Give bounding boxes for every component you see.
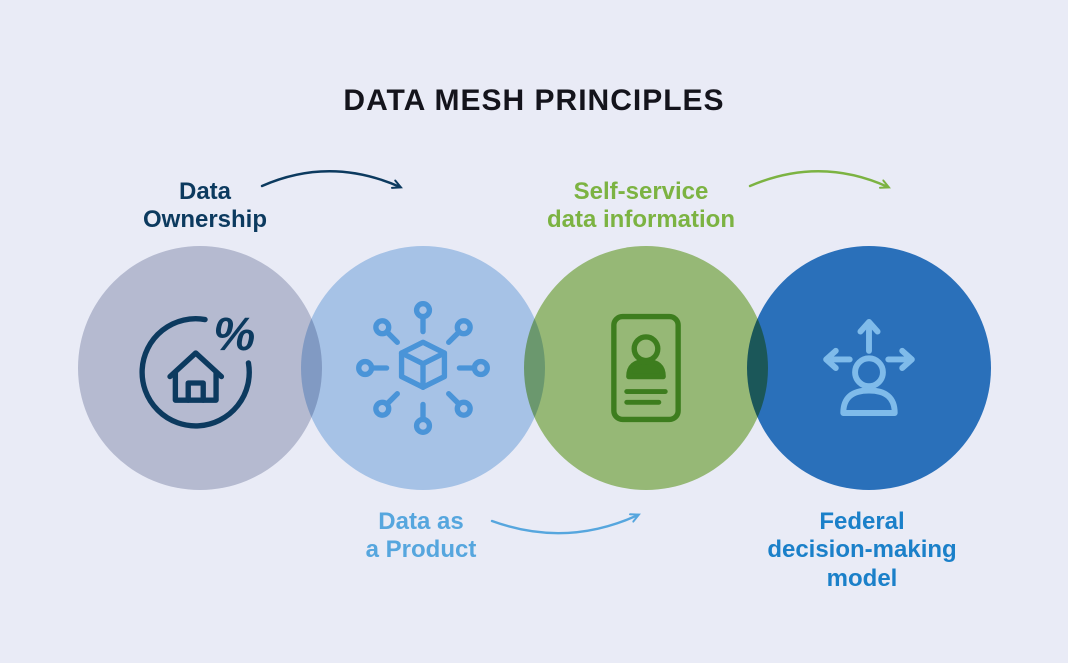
cube-network-icon bbox=[348, 293, 498, 443]
diagram-title: DATA MESH PRINCIPLES bbox=[343, 84, 725, 117]
circle-data-ownership bbox=[78, 246, 322, 490]
label-data-as-a-product: Data as a Product bbox=[365, 508, 477, 564]
circle-federal-model bbox=[747, 246, 991, 490]
id-card-person-icon bbox=[571, 293, 721, 443]
house-percent-icon: % bbox=[125, 293, 275, 443]
label-data-ownership: Data Ownership bbox=[142, 178, 268, 234]
svg-text:%: % bbox=[213, 307, 255, 360]
label-self-service-data-information: Self-service data information bbox=[546, 178, 735, 234]
person-arrows-icon bbox=[794, 293, 944, 443]
label-federal-decision-making-model: Federal decision-making model bbox=[767, 508, 957, 592]
